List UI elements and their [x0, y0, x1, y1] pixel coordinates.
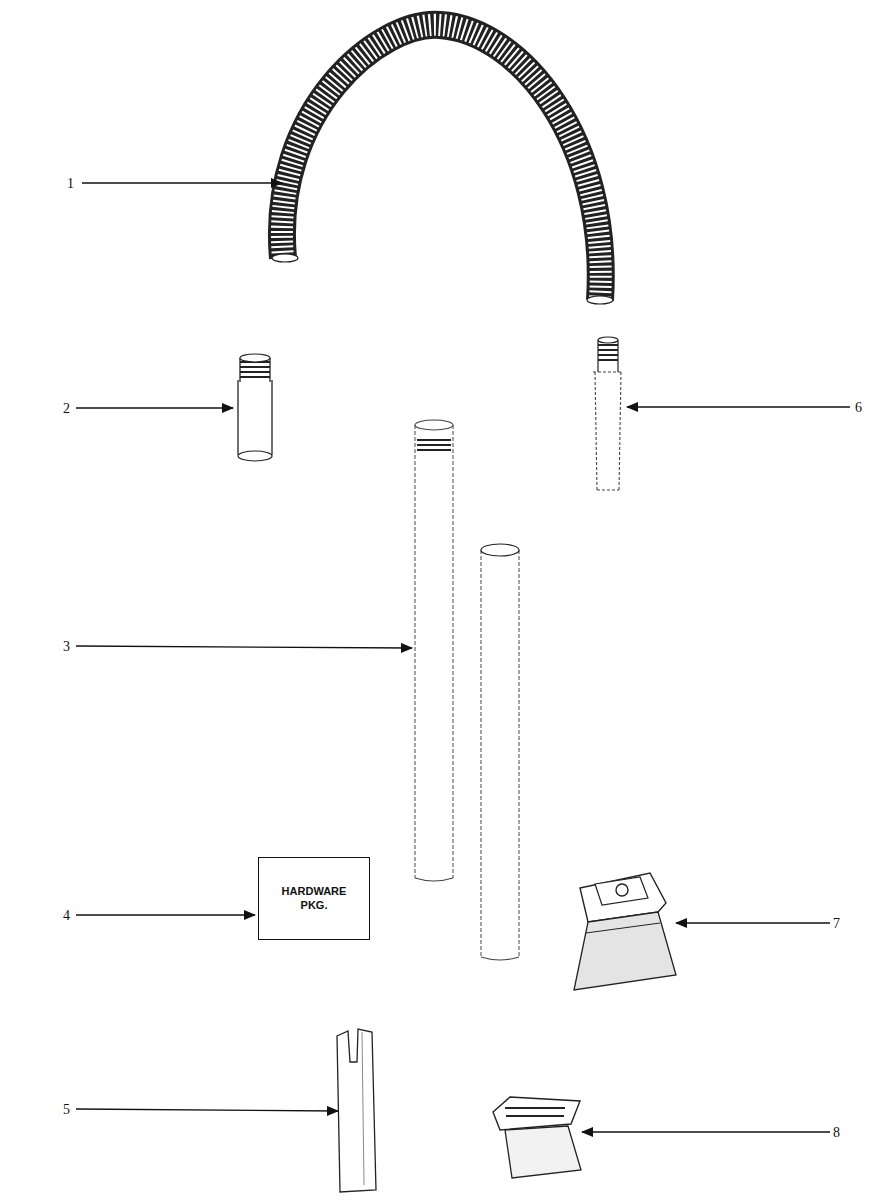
leader-arrow — [76, 1109, 338, 1111]
hose-end — [272, 254, 298, 262]
callout-number-box: 6 — [855, 399, 862, 415]
handle-end — [598, 337, 618, 343]
callout-number: 4 — [63, 908, 70, 923]
handle-ribs — [598, 345, 618, 360]
callout-number: 5 — [63, 1102, 70, 1117]
callout-number-box: 8 — [833, 1124, 840, 1140]
coupling-end — [238, 451, 272, 461]
nozzle-body — [505, 1126, 581, 1178]
callout-number: 8 — [833, 1125, 840, 1140]
callout-number: 1 — [67, 176, 74, 191]
callout-number-box: 4 — [63, 907, 70, 923]
leader-arrow — [82, 182, 282, 183]
callout-number-box: 7 — [833, 915, 840, 931]
leader-arrow — [76, 407, 233, 408]
wand-end — [415, 420, 453, 430]
coupling-end — [240, 354, 270, 362]
nozzle-top — [493, 1097, 580, 1130]
callout-number: 7 — [833, 916, 840, 931]
hose-ribs — [282, 25, 601, 300]
callout-number: 6 — [855, 400, 862, 415]
leader-arrow — [76, 646, 412, 648]
wand-end — [481, 957, 519, 960]
handle-tube — [598, 340, 618, 372]
bag-hole — [616, 884, 628, 896]
leader-arrow — [676, 922, 830, 923]
callout-number: 2 — [63, 401, 70, 416]
coupling — [238, 380, 272, 455]
wand-ribs — [417, 440, 451, 450]
nozzle-slot — [505, 1108, 565, 1116]
leader-arrow — [582, 1131, 830, 1132]
bag-collar-plate — [595, 877, 648, 905]
wand — [481, 550, 519, 957]
package-label: HARDWARE PKG. — [279, 885, 349, 913]
leader-arrow — [76, 914, 255, 915]
callout-number-box: 2 — [63, 400, 70, 416]
wand-end — [415, 878, 453, 881]
callout-number: 3 — [63, 639, 70, 654]
handle-tube — [593, 372, 623, 490]
hose-end — [587, 296, 613, 304]
crevice-tool — [337, 1029, 376, 1192]
wand-end — [481, 544, 519, 556]
bag — [574, 912, 676, 990]
callout-number-box: 5 — [63, 1101, 70, 1117]
leader-arrow — [627, 406, 850, 407]
hardware-package-box: HARDWARE PKG. — [258, 857, 370, 940]
wand — [415, 425, 453, 878]
crevice-tool-edge — [362, 1032, 364, 1185]
coupling-ribs — [240, 362, 270, 377]
bag-fold — [586, 923, 660, 933]
hose — [282, 25, 601, 300]
callout-number-box: 1 — [67, 175, 74, 191]
callout-number-box: 3 — [63, 638, 70, 654]
